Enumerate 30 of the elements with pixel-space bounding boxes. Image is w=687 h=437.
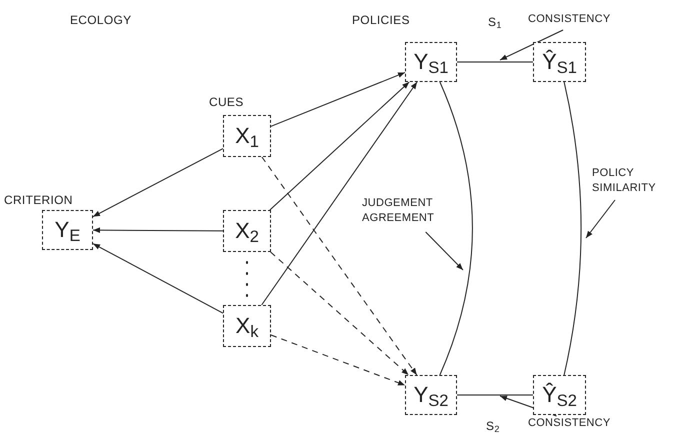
arrow xyxy=(92,227,224,233)
variable-box: Y$_{S1}$ xyxy=(405,42,457,82)
annotation-text: CONSISTENCY xyxy=(528,416,636,434)
label-text: CRITERION xyxy=(4,192,74,208)
label-text: CUES xyxy=(209,94,245,110)
variable-box: X$_{k}$ xyxy=(223,305,271,347)
arrow xyxy=(269,82,410,210)
leader-line xyxy=(500,30,564,60)
label-text: S$_{1}$ xyxy=(488,14,503,30)
annotation-text: CONSISTENCY xyxy=(528,12,636,30)
arrow xyxy=(270,252,410,376)
arrow xyxy=(270,72,406,127)
label-text: POLICIES xyxy=(352,12,411,28)
variable-box: Ŷ$_{S1}$ xyxy=(533,42,586,82)
arrow xyxy=(261,156,418,376)
label-text: ECOLOGY xyxy=(70,12,132,28)
annotation-text: POLICY SIMILARITY xyxy=(592,166,664,200)
variable-box: Y$_{E}$ xyxy=(42,210,93,250)
variable-box: Ŷ$_{S2}$ xyxy=(533,375,586,415)
arrow xyxy=(261,82,418,306)
label-text: S$_{2}$ xyxy=(486,418,501,434)
variable-box: X$_{2}$ xyxy=(223,210,271,252)
variable-box: Y$_{S2}$ xyxy=(405,375,457,415)
leader-line xyxy=(425,232,464,270)
arrow xyxy=(92,243,224,314)
arrow xyxy=(92,148,224,218)
annotation-text: JUDGEMENT AGREEMENT xyxy=(362,196,454,232)
arrow xyxy=(270,334,406,386)
variable-box: X$_{1}$ xyxy=(223,115,271,157)
leader-line xyxy=(586,200,616,238)
